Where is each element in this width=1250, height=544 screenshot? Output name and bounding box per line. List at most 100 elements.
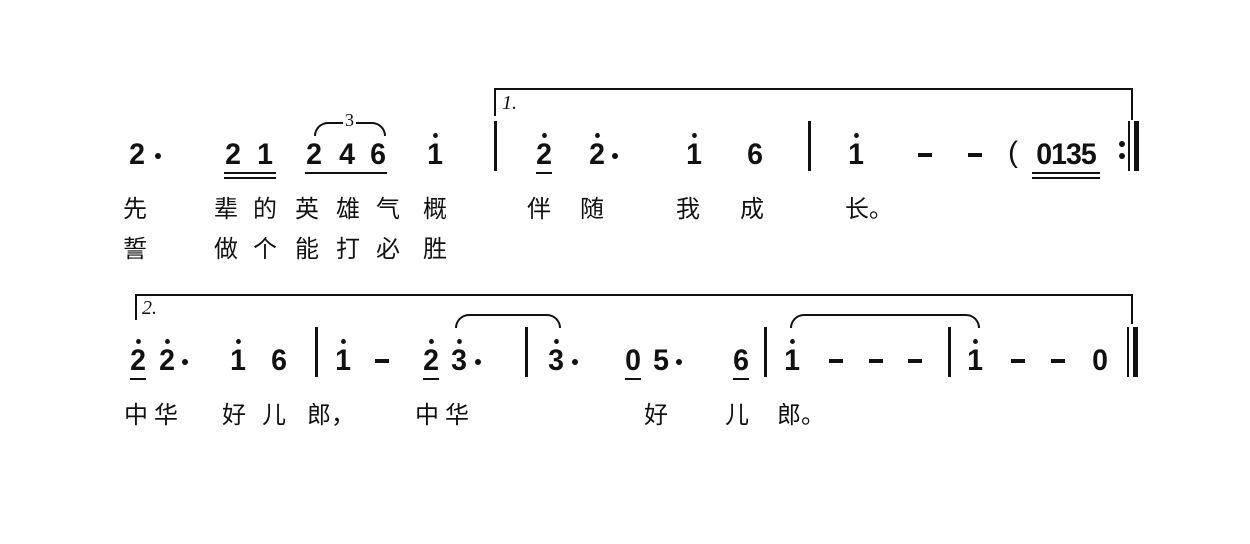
note-high: 2 xyxy=(587,133,608,170)
note-high: 3 xyxy=(449,339,470,376)
lyric: 成 xyxy=(740,195,764,223)
note: 0 xyxy=(625,344,641,377)
barline xyxy=(948,327,951,377)
lyric: 郎。 xyxy=(777,401,825,429)
eighth-underline xyxy=(423,378,439,380)
lyric: 气 xyxy=(376,195,400,223)
sustain-dash xyxy=(968,153,982,157)
lyric: 郎， xyxy=(307,401,355,429)
note-high: 1 xyxy=(425,133,446,170)
volta-2-top xyxy=(135,294,1132,296)
lyric: 概 xyxy=(423,195,447,223)
lyric: 随 xyxy=(580,195,604,223)
tie xyxy=(455,314,561,328)
eighth-underline xyxy=(305,172,387,174)
sustain-dash xyxy=(375,359,389,363)
note-high: 1 xyxy=(846,133,867,170)
volta-1-left xyxy=(494,88,496,116)
lyric: 华 xyxy=(445,401,469,429)
augmentation-dot xyxy=(155,153,161,159)
sustain-dash xyxy=(1051,359,1065,363)
lyric: 英 xyxy=(295,195,319,223)
lyric: 好 xyxy=(644,401,668,429)
sixteenth-underline xyxy=(1032,177,1100,179)
eighth-underline xyxy=(536,172,552,174)
augmentation-dot xyxy=(572,359,578,365)
barline xyxy=(764,327,767,377)
eighth-underline xyxy=(1032,172,1100,174)
eighth-underline xyxy=(733,378,749,380)
repeat-dot xyxy=(1119,141,1125,147)
note: 2 xyxy=(306,138,322,171)
final-barline-thick xyxy=(1133,327,1138,377)
lyric: 的 xyxy=(253,195,277,223)
lyric: 必 xyxy=(376,235,400,263)
barline xyxy=(525,327,528,377)
lyric: 好 xyxy=(222,401,246,429)
note: 1 xyxy=(257,138,273,171)
lyric: 儿 xyxy=(725,401,749,429)
rest: 0 xyxy=(1092,344,1108,377)
lyric: 伴 xyxy=(527,195,551,223)
volta-1-label: 1. xyxy=(502,92,517,114)
note: 6 xyxy=(747,138,763,171)
note: 2 xyxy=(129,138,145,171)
note: 4 xyxy=(339,138,355,171)
triplet-number: 3 xyxy=(343,110,356,131)
lyric: 誓 xyxy=(123,235,147,263)
note-high: 1 xyxy=(684,133,705,170)
sustain-dash xyxy=(908,359,922,363)
volta-2-left xyxy=(135,294,137,320)
lyric: 能 xyxy=(295,235,319,263)
note-high: 2 xyxy=(421,339,442,376)
augmentation-dot xyxy=(612,153,618,159)
note-high: 1 xyxy=(782,339,803,376)
eighth-underline xyxy=(625,378,641,380)
sustain-dash xyxy=(869,359,883,363)
barline xyxy=(808,121,811,171)
note-high: 2 xyxy=(128,339,149,376)
note: 6 xyxy=(271,344,287,377)
lyric: 长。 xyxy=(845,195,893,223)
sustain-dash xyxy=(1011,359,1025,363)
augmentation-dot xyxy=(676,359,682,365)
lyric: 雄 xyxy=(336,195,360,223)
sixteenth-underline xyxy=(224,177,276,179)
note-high: 1 xyxy=(228,339,249,376)
lyric: 中 xyxy=(124,401,148,429)
repeat-dot xyxy=(1119,153,1125,159)
lyric: 中 xyxy=(415,401,439,429)
eighth-underline xyxy=(130,378,146,380)
barline xyxy=(494,121,497,171)
augmentation-dot xyxy=(475,359,481,365)
note-high: 2 xyxy=(534,133,555,170)
repeat-barline-thin xyxy=(1128,121,1130,171)
barline xyxy=(315,327,318,377)
sustain-dash xyxy=(918,153,932,157)
volta-1-right xyxy=(1131,88,1133,120)
lyric: 我 xyxy=(676,195,700,223)
volta-1-top xyxy=(494,88,1132,90)
tie xyxy=(790,314,980,328)
note-high: 3 xyxy=(546,339,567,376)
augmentation-dot xyxy=(182,359,188,365)
note: 6 xyxy=(370,138,386,171)
open-parenthesis: ( xyxy=(1008,136,1018,169)
note: 6 xyxy=(733,344,749,377)
note-high: 1 xyxy=(965,339,986,376)
sustain-dash xyxy=(829,359,843,363)
lyric: 辈 xyxy=(214,195,238,223)
note: 2 xyxy=(225,138,241,171)
volta-2-right xyxy=(1131,294,1133,324)
note-group: 0135 xyxy=(1036,138,1097,171)
eighth-underline xyxy=(224,172,276,174)
note-high: 1 xyxy=(333,339,354,376)
repeat-barline-thick xyxy=(1134,121,1139,171)
lyric: 打 xyxy=(336,235,360,263)
volta-2-label: 2. xyxy=(142,297,157,319)
lyric: 华 xyxy=(154,401,178,429)
lyric: 先 xyxy=(123,195,147,223)
note-high: 2 xyxy=(157,339,178,376)
final-barline-thin xyxy=(1127,327,1129,377)
note: 5 xyxy=(653,344,669,377)
